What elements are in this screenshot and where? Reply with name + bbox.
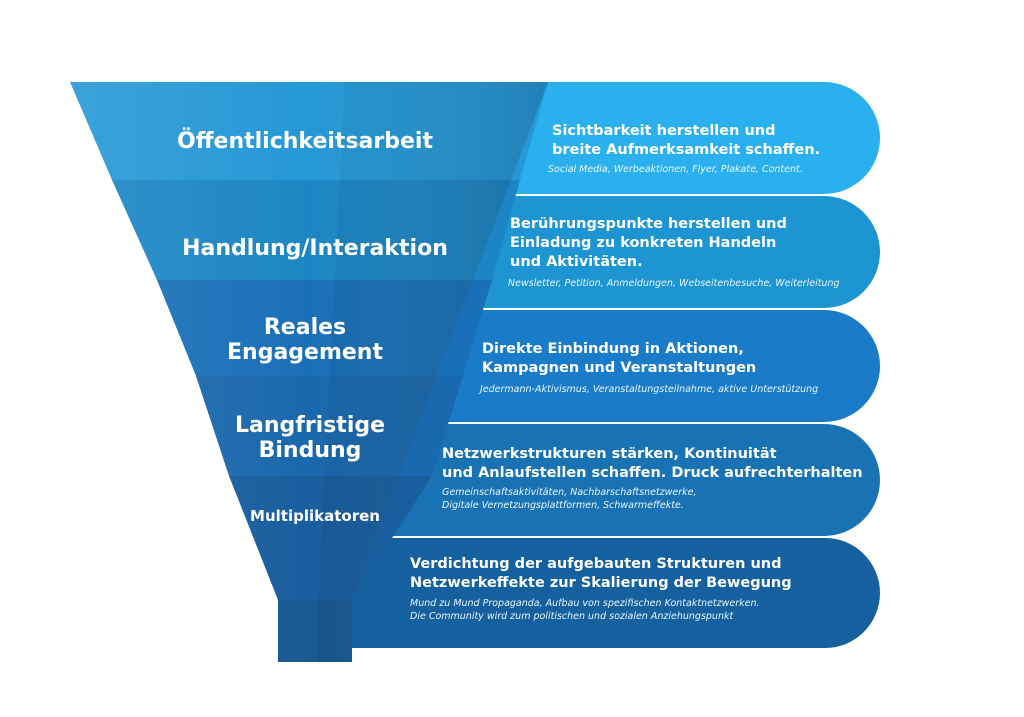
stage-detail: Jedermann-Aktivismus, Veranstaltungsteil… — [480, 384, 819, 395]
stage-detail: Mund zu Mund Propaganda, Aufbau von spez… — [410, 598, 760, 622]
funnel-label-public-relations: Öffentlichkeitsarbeit — [177, 129, 433, 154]
funnel-shading — [70, 82, 548, 662]
funnel-label-interaction: Handlung/Interaktion — [182, 236, 448, 261]
stage-title: Netzwerkstrukturen stärken, Kontinuität … — [442, 446, 863, 481]
stage-title: Berührungspunkte herstellen und Einladun… — [510, 216, 787, 270]
funnel-highlight — [310, 82, 548, 662]
stage-detail: Newsletter, Petition, Anmeldungen, Webse… — [508, 278, 840, 289]
stage-pill-multipliers: Verdichtung der aufgebauten Strukturen u… — [330, 538, 880, 648]
stage-title: Direkte Einbindung in Aktionen, Kampagne… — [482, 341, 757, 376]
stage-title: Sichtbarkeit herstellen und breite Aufme… — [552, 123, 821, 158]
funnel-label-engagement: Reales Engagement — [227, 315, 383, 365]
funnel-label-retention: Langfristige Bindung — [234, 413, 386, 463]
stage-detail: Gemeinschaftsaktivitäten, Nachbarschafts… — [442, 487, 697, 511]
stage-detail: Social Media, Werbeaktionen, Flyer, Plak… — [548, 164, 803, 175]
stage-title: Verdichtung der aufgebauten Strukturen u… — [410, 556, 792, 591]
funnel-label-multipliers: Multiplikatoren — [250, 507, 380, 525]
